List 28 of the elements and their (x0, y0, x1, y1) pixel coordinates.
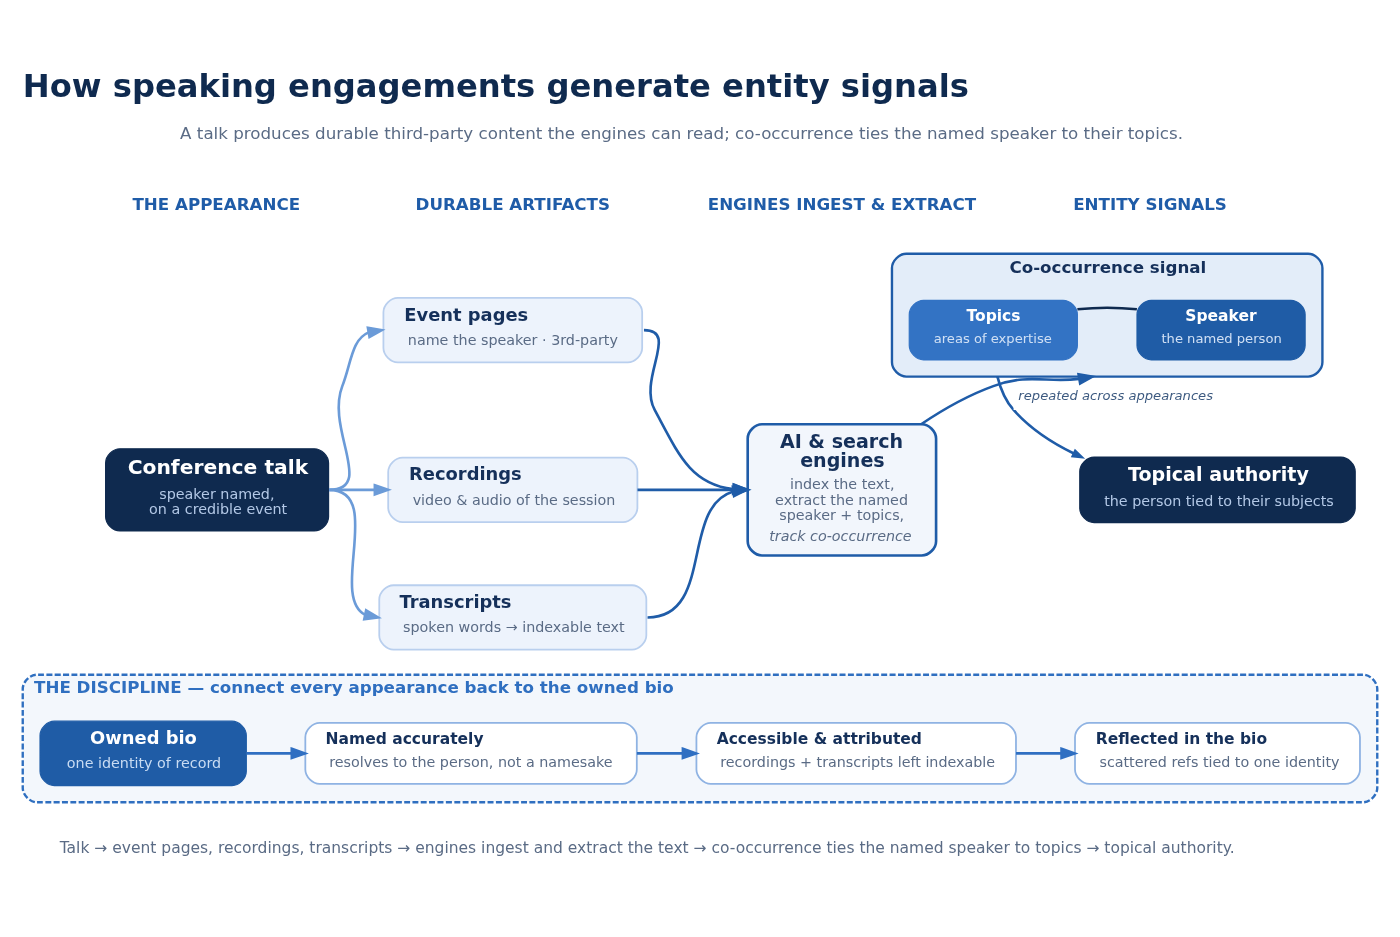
node-box: Topical authority the person tied to their subjects (1079, 456, 1356, 523)
node-box: Reflected in the bio scattered refs tied to one identity (1074, 721, 1361, 785)
arrow (1016, 746, 1079, 760)
node-box: Transcripts spoken words → indexable text (378, 583, 648, 651)
arrow (329, 325, 386, 491)
caption: Talk → event pages, recordings, transcripts → engines ingest and extract the text → co-occurrence ties the named speaker to topics → topical authority. (59, 838, 1235, 857)
node-box: Owned bio one identity of record (39, 720, 247, 786)
node-box: Named accurately resolves to the person, not a namesake (304, 721, 638, 785)
label: THE APPEARANCE (132, 195, 301, 214)
node-box: Conference talk speaker named, on a credible event (105, 447, 330, 532)
arrow (636, 746, 700, 760)
edge-label: repeated across appearances (1018, 387, 1214, 403)
diagram-title: How speaking engagements generate entity signals (22, 66, 969, 105)
label: ENGINES INGEST & EXTRACT (707, 195, 977, 214)
arrow (996, 375, 1086, 459)
label: A talk produces durable third-party content the engines can read; co-occurrence ties the named speaker to their topics. (180, 123, 1183, 143)
node-box: Recordings video & audio of the session (387, 456, 639, 523)
node-box: Accessible & attributed recordings + transcripts left indexable (695, 721, 1017, 785)
node-box: Topics areas of expertise (908, 299, 1078, 360)
node-box: Event pages name the speaker · 3rd-party (382, 296, 644, 363)
arrow (328, 488, 382, 621)
arrow (246, 746, 309, 760)
node-box: Speaker the named person (1136, 299, 1306, 360)
connector (1077, 305, 1137, 311)
node-box: AI & search engines index the text, extract the named speaker + topics, track co-occurrence (746, 422, 938, 557)
label: ENTITY SIGNALS (1073, 195, 1227, 214)
arrow (920, 372, 1097, 425)
label: DURABLE ARTIFACTS (415, 195, 611, 214)
